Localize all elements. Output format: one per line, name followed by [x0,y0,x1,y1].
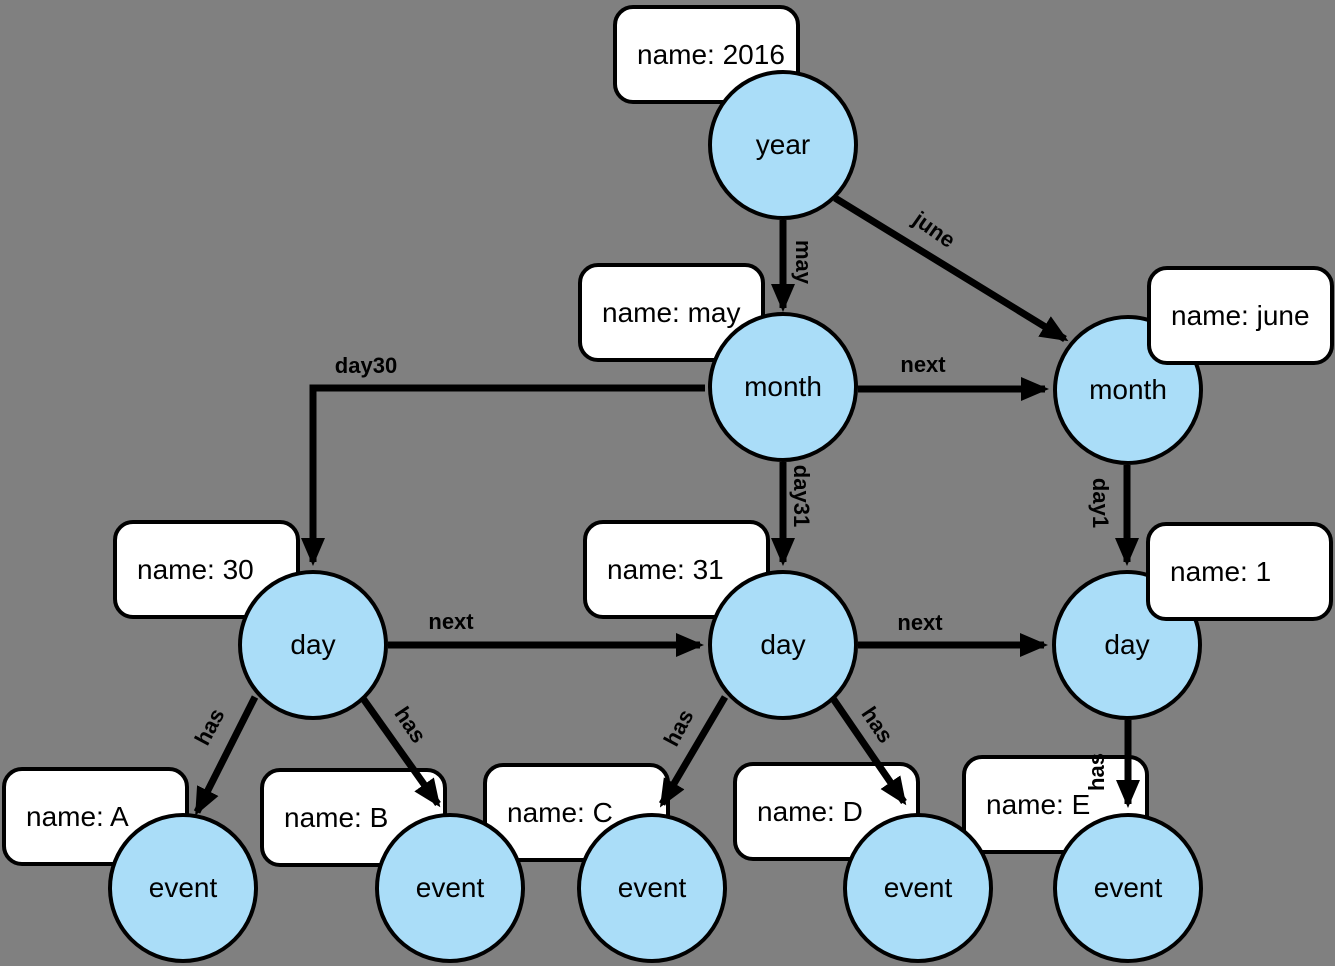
node-year: year [708,70,858,220]
node-event-c: event [577,813,727,963]
node-month-may: month [708,312,858,462]
node-day-30: day [238,570,388,720]
node-event-d: event [843,813,993,963]
edge-may-day30 [301,384,705,566]
edge-year-june [833,195,1069,342]
edge-label-day31: day31 [789,464,814,528]
edge-day31-eventD [829,695,907,806]
edge-label-has-e: has [1084,753,1109,791]
edge-day30-eventA [193,695,259,816]
edge-label-may: may [791,239,816,285]
edge-label-next-month: next [900,352,946,377]
edge-day30-eventB [359,694,441,808]
edge-label-day1: day1 [1088,477,1113,529]
edge-label-day30: day30 [334,353,398,378]
node-event-a: event [108,813,258,963]
property-box-year: name: 2016 [613,5,800,104]
edge-label-next-day1: next [428,609,474,634]
node-event-e: event [1053,813,1203,963]
property-box-june: name: june [1147,266,1334,365]
edge-label-next-day2: next [897,610,943,635]
node-day-31: day [708,570,858,720]
edge-day31-eventC [658,695,729,808]
node-event-b: event [375,813,525,963]
node-day-1: day [1052,570,1202,720]
property-box-day1: name: 1 [1146,522,1333,621]
